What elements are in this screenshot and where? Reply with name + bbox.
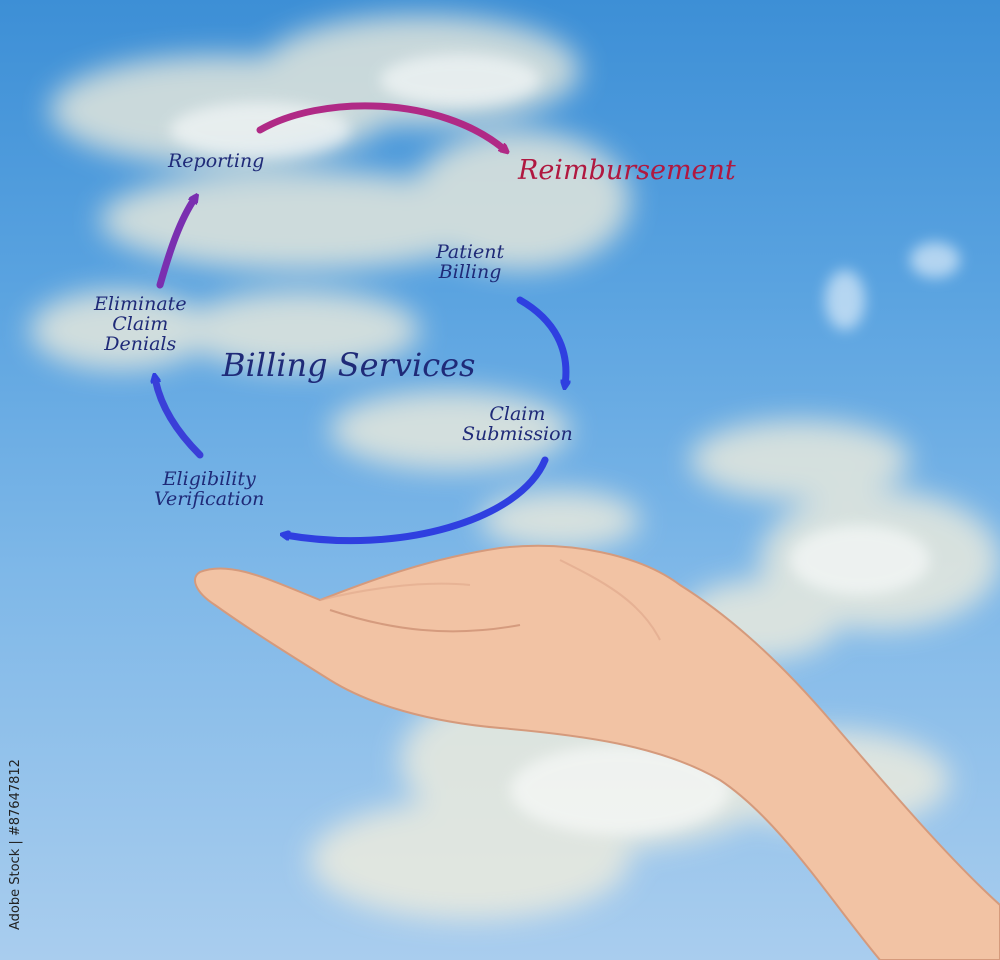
arrow-billing-to-submission — [516, 296, 566, 385]
stock-id-watermark: Adobe Stock | #87647812 — [8, 759, 23, 931]
diagram-title-text: Billing Services — [222, 346, 476, 384]
outcome-label: Reimbursement — [518, 155, 736, 186]
step-claim-submission-line1: Claim — [489, 403, 546, 425]
step-patient-billing-line1: Patient — [436, 241, 505, 263]
step-claim-submission: Claim Submission — [462, 403, 573, 445]
arrow-denials-to-reporting — [156, 198, 195, 289]
step-claim-submission-line2: Submission — [462, 422, 573, 445]
step-eligibility-verification: Eligibility Verification — [154, 468, 265, 510]
diagram-title: Billing Services — [222, 346, 476, 384]
step-patient-billing: Patient Billing — [436, 241, 505, 283]
step-eliminate-line2: Claim — [112, 312, 169, 335]
outcome-reimbursement: Reimbursement — [518, 155, 736, 186]
step-eliminate-line3: Denials — [104, 332, 177, 355]
step-eligibility-line2: Verification — [154, 487, 265, 510]
step-eliminate-claim-denials: Eliminate Claim Denials — [94, 293, 187, 355]
step-reporting-label: Reporting — [168, 150, 265, 172]
arrow-submission-to-eligibility — [285, 456, 549, 545]
step-reporting: Reporting — [168, 150, 265, 172]
step-eligibility-line1: Eligibility — [162, 468, 256, 490]
step-patient-billing-line2: Billing — [438, 260, 502, 283]
arrow-reporting-to-reimbursement — [256, 102, 505, 150]
step-eliminate-line1: Eliminate — [94, 293, 187, 315]
arrow-eligibility-to-denials — [155, 378, 204, 459]
